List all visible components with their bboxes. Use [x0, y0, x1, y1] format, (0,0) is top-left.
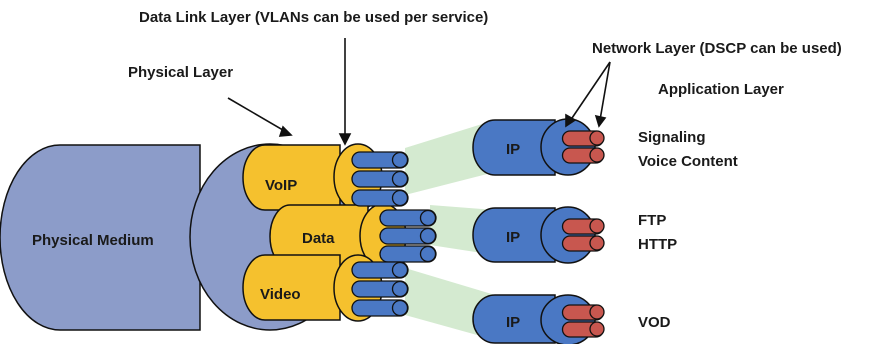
- app-tubes-voip: [561, 130, 605, 164]
- app-label-voice-content: Voice Content: [638, 153, 738, 170]
- data-link-layer-label: Data Link Layer (VLANs can be used per s…: [139, 9, 488, 26]
- network-layer-label: Network Layer (DSCP can be used): [592, 40, 842, 57]
- app-tubes-data: [561, 218, 605, 252]
- service-label-video: Video: [260, 286, 301, 303]
- service-label-voip: VoIP: [265, 177, 297, 194]
- application-layer-label: Application Layer: [658, 81, 784, 98]
- ip-label-video: IP: [506, 314, 520, 331]
- app-tubes-video: [561, 304, 605, 338]
- app-label-http: HTTP: [638, 236, 677, 253]
- app-label-vod: VOD: [638, 314, 671, 331]
- ip-cable-data: [472, 206, 596, 264]
- voip-network-tubes: [351, 151, 409, 207]
- pointer-lines: [227, 38, 611, 146]
- physical-layer-label: Physical Layer: [128, 64, 233, 81]
- ip-label-data: IP: [506, 229, 520, 246]
- ip-cable-voip: [472, 118, 596, 176]
- beam-voip: [405, 120, 495, 195]
- app-label-signaling: Signaling: [638, 129, 706, 146]
- service-label-data: Data: [302, 230, 335, 247]
- app-label-ftp: FTP: [638, 212, 666, 229]
- ip-label-voip: IP: [506, 141, 520, 158]
- data-network-tubes: [379, 209, 437, 263]
- physical-medium-label: Physical Medium: [32, 232, 154, 249]
- video-network-tubes: [351, 261, 409, 317]
